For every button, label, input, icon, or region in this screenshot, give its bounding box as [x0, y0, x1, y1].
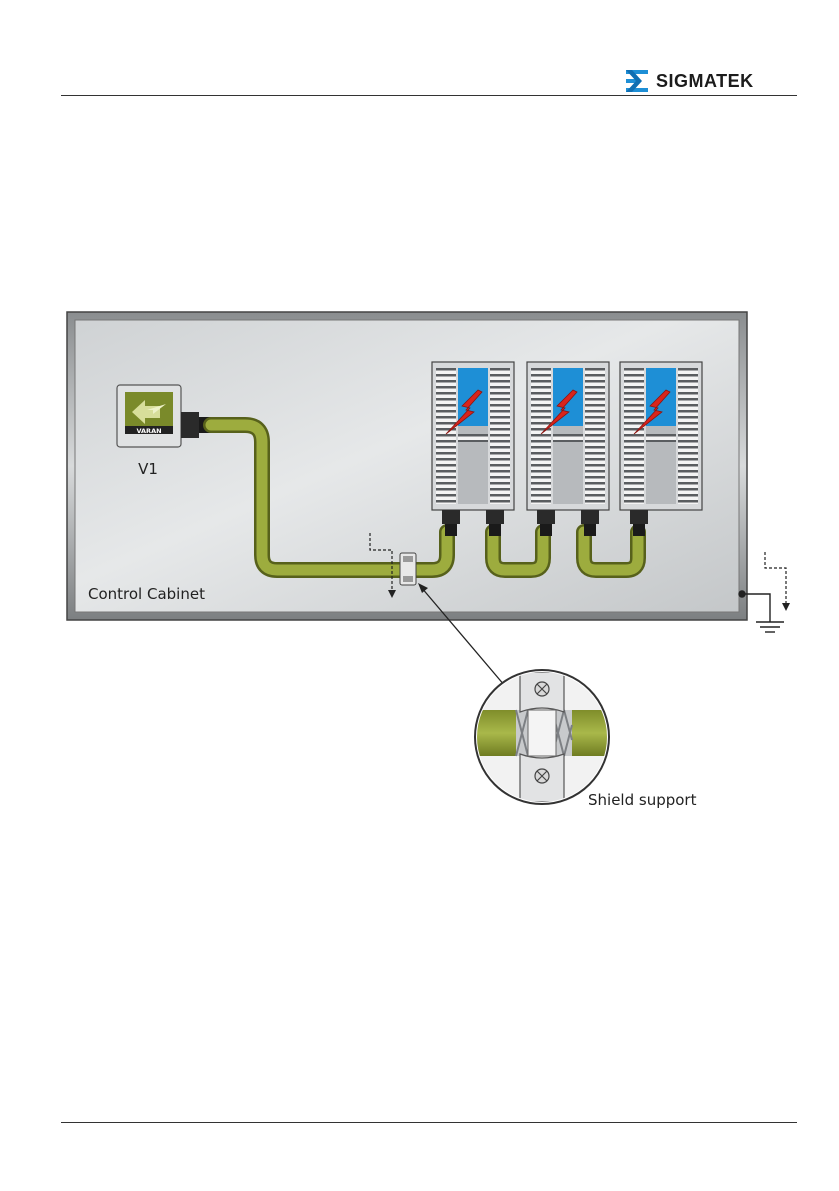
drive-units	[432, 362, 702, 536]
header-rule	[61, 95, 797, 96]
dashed-interference-arrow-right	[765, 552, 790, 611]
callout-label: Shield support	[588, 791, 697, 809]
screw-icon	[535, 682, 549, 696]
footer-rule	[61, 1122, 797, 1123]
shield-clamp	[400, 553, 416, 585]
sigmatek-logo: SIGMATEK	[624, 66, 754, 96]
module-label: V1	[138, 460, 158, 478]
drive-unit	[432, 362, 514, 536]
cabinet-label: Control Cabinet	[88, 585, 205, 603]
brand-name: SIGMATEK	[656, 71, 754, 92]
shield-diagram: Control Cabinet VARAN V1	[0, 300, 839, 820]
shield-support-callout: Shield support	[470, 670, 697, 809]
sigmatek-mark-icon	[624, 69, 650, 93]
drive-unit	[620, 362, 702, 536]
screw-icon	[535, 769, 549, 783]
drive-unit	[527, 362, 609, 536]
varan-badge: VARAN	[136, 427, 161, 435]
